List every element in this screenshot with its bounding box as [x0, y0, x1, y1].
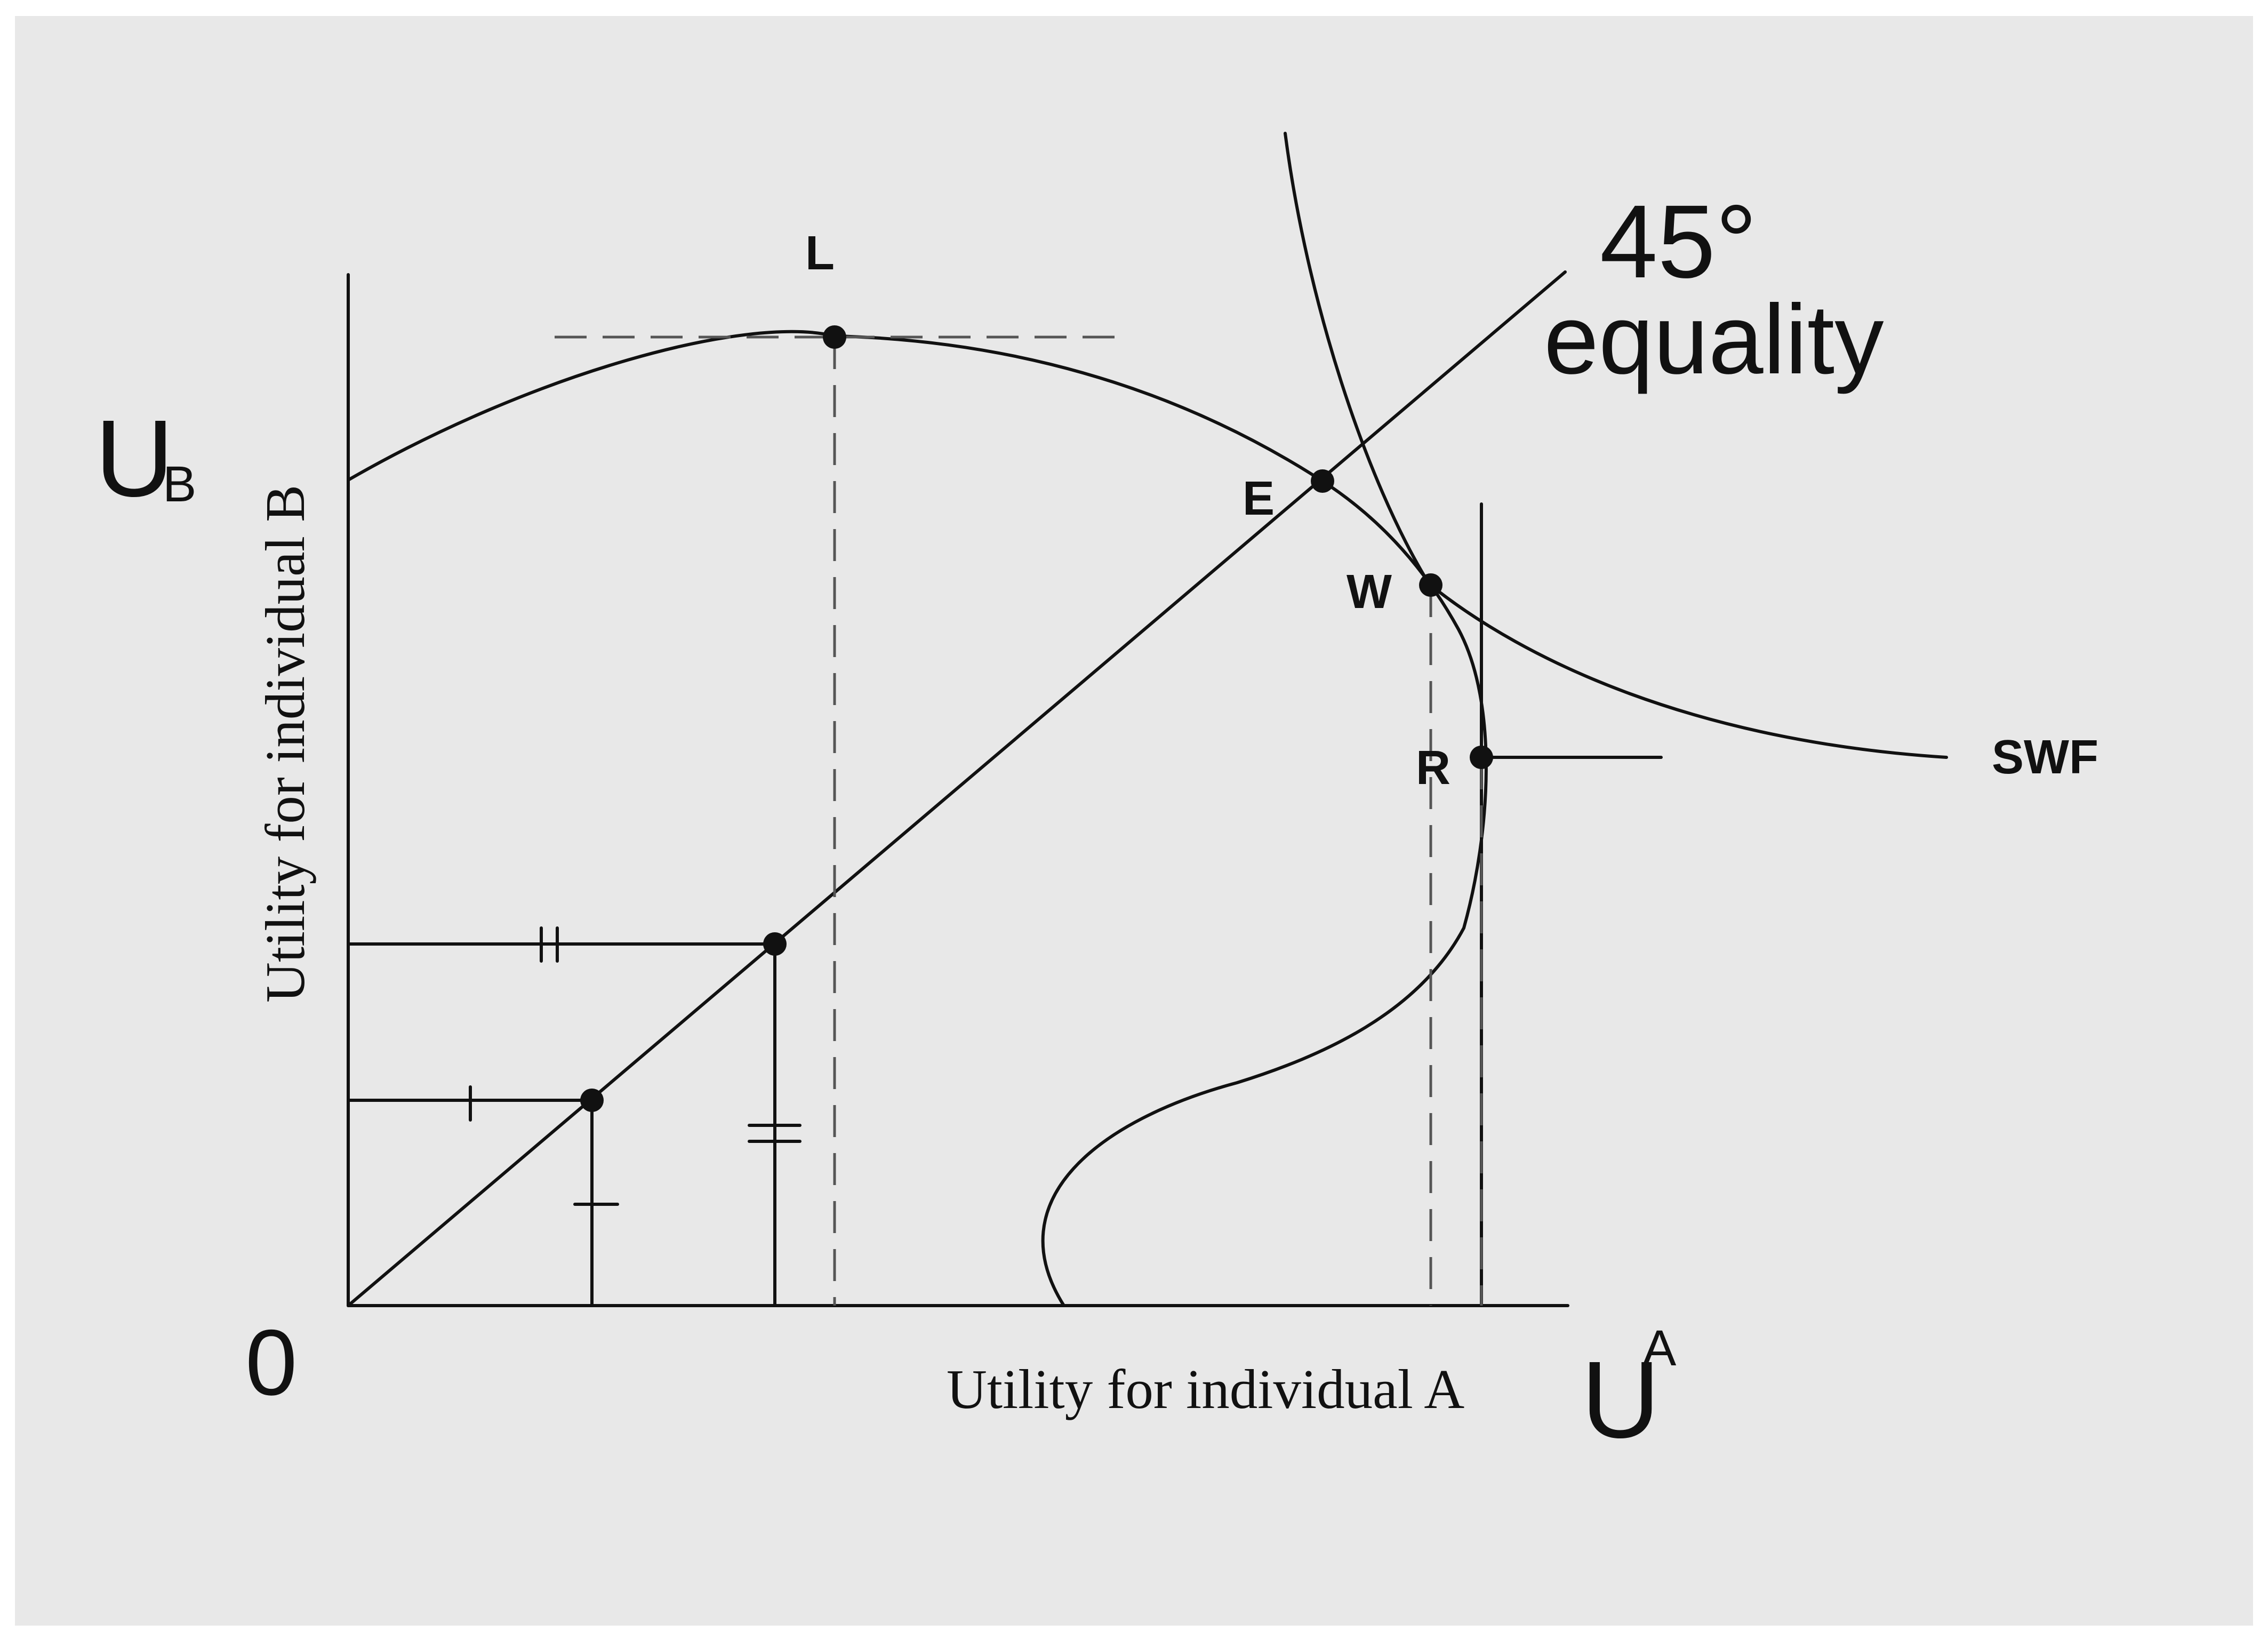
label-l: L — [805, 227, 835, 280]
diagram-background — [15, 16, 2253, 1626]
point-l — [823, 325, 846, 349]
point-equal-1 — [580, 1089, 604, 1112]
label-e: E — [1243, 472, 1275, 525]
y-axis-symbol: U — [95, 397, 174, 519]
point-w — [1419, 573, 1442, 597]
point-e — [1311, 469, 1334, 493]
label-r: R — [1416, 741, 1450, 795]
equality-angle: 45° — [1600, 183, 1757, 300]
label-w: W — [1347, 565, 1392, 619]
x-axis-caption: Utility for individual A — [947, 1358, 1464, 1420]
point-r — [1470, 746, 1493, 769]
swf-label: SWF — [1992, 731, 2098, 784]
point-equal-2 — [763, 932, 787, 956]
equality-name: equality — [1544, 285, 1884, 395]
y-axis-subscript: B — [163, 456, 196, 513]
origin-label: 0 — [245, 1311, 297, 1415]
x-axis-superscript: A — [1642, 1320, 1677, 1377]
y-axis-caption: Utility for individual B — [254, 485, 316, 1003]
utility-possibility-frontier — [347, 330, 1488, 1307]
x-axis-symbol: U — [1581, 1339, 1660, 1461]
